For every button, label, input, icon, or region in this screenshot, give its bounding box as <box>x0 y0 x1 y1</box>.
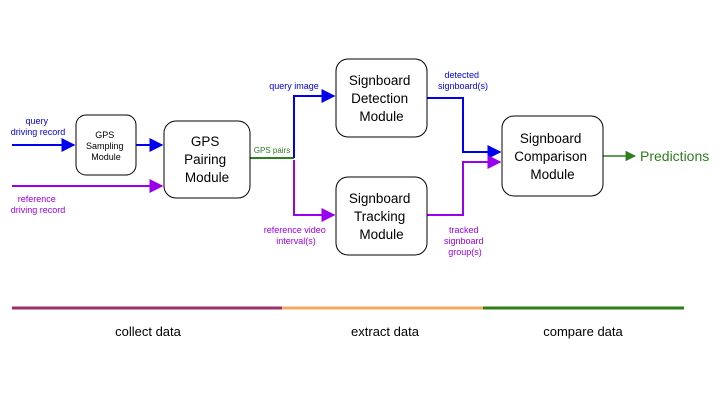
svg-text:Signboard Detection: Signboard Detection Module <box>349 73 414 124</box>
gps-pairing-module: GPS Pairing Module <box>163 120 251 199</box>
svg-text:GPS Sampling Modul: GPS Sampling Module <box>86 130 126 162</box>
query-image-arrow <box>293 89 336 158</box>
signboard-comparison-module: Signboard Comparison Module <box>501 115 604 197</box>
reference-video-arrow <box>293 160 336 222</box>
tracking-line-1: Signboard <box>349 191 411 206</box>
stage-label-compare: compare data <box>543 324 623 339</box>
reference-driving-record-label: reference driving record <box>11 194 66 215</box>
detected-signboards-arrow <box>427 97 502 159</box>
tracked-signboard-groups-label: tracked signboard group(s) <box>444 225 486 257</box>
reference-video-interval-label: reference video interval(s) <box>264 225 329 246</box>
gps-pairing-line-1: GPS <box>191 134 220 149</box>
query-driving-record-label: query driving record <box>11 116 66 137</box>
stage-label-collect: collect data <box>115 324 182 339</box>
svg-text:GPS Pairing Module: GPS Pairing Module <box>184 134 230 185</box>
gps-sampling-line-1: GPS <box>95 130 114 140</box>
query-image-label: query image <box>269 81 319 91</box>
tracked-groups-arrow <box>427 155 502 216</box>
svg-text:Signboard Tracking: Signboard Tracking Module <box>349 191 414 242</box>
detected-signboards-label: detected signboard(s) <box>438 70 488 91</box>
tracking-line-2: Tracking <box>354 209 405 224</box>
stage-label-extract: extract data <box>351 324 420 339</box>
gps-sampling-module: GPS Sampling Module <box>75 114 137 176</box>
gps-sampling-line-2: Sampling <box>86 141 124 151</box>
comparison-line-3: Module <box>530 167 574 182</box>
gps-pairing-line-2: Pairing <box>184 152 226 167</box>
predictions-label: Predictions <box>640 148 709 164</box>
tracking-line-3: Module <box>359 227 403 242</box>
detection-line-3: Module <box>359 109 403 124</box>
comparison-line-2: Comparison <box>514 149 587 164</box>
detection-line-1: Signboard <box>349 73 411 88</box>
detection-line-2: Detection <box>351 91 408 106</box>
gps-pairs-label: GPS pairs <box>254 146 290 155</box>
gps-sampling-line-3: Module <box>91 152 121 162</box>
signboard-tracking-module: Signboard Tracking Module <box>335 176 428 256</box>
comparison-line-1: Signboard <box>520 131 582 146</box>
svg-text:Signboard Comparison: Signboard Comparison Module <box>514 131 591 182</box>
gps-pairing-line-3: Module <box>185 170 229 185</box>
signboard-detection-module: Signboard Detection Module <box>335 58 428 138</box>
